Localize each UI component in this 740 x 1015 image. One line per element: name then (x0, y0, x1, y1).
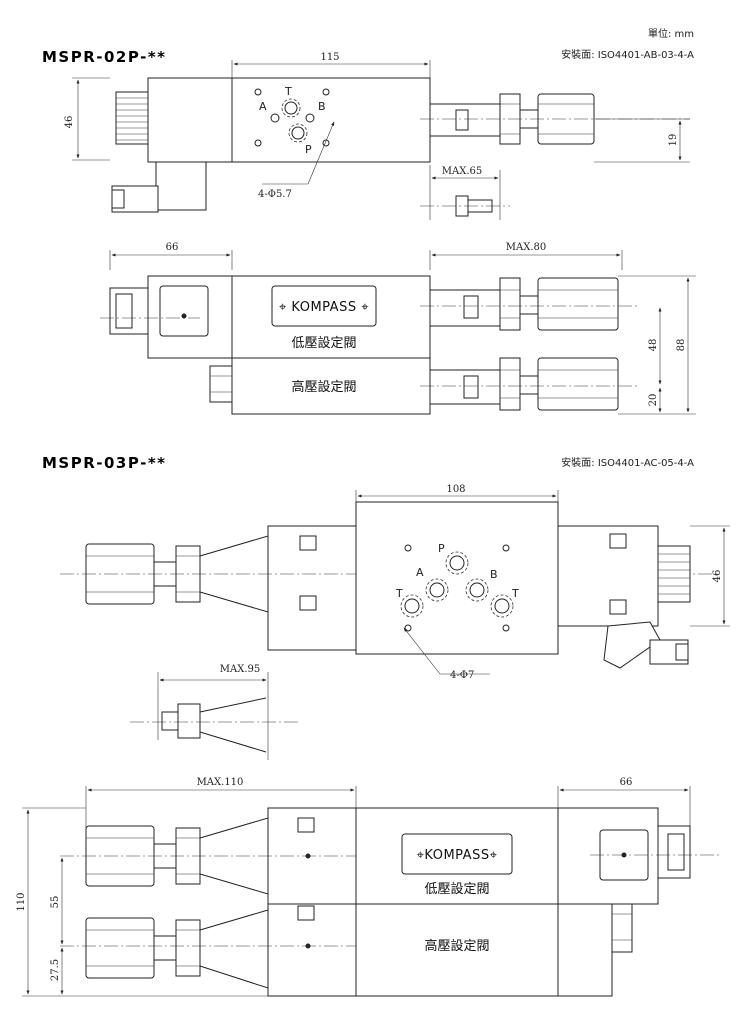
m1-side-dim-20: 20 (648, 394, 659, 407)
m1-brand: ⌖ KOMPASS ⌖ (279, 300, 369, 315)
m1-side-dim-88: 88 (676, 339, 687, 352)
model2-top-view: 108 27 P A B T T 4-Φ7 (60, 484, 730, 760)
m1-dim-max65: MAX.65 (442, 166, 482, 177)
m2-brand-name: KOMPASS (424, 848, 489, 863)
m2-dim-height: 46 (712, 570, 723, 583)
m2-dim-max95: MAX.95 (220, 664, 260, 675)
m2-upper-label: 低壓設定閥 (424, 881, 489, 897)
m2-lower-label: 高壓設定閥 (424, 938, 489, 954)
unit-label: 單位: mm (648, 27, 694, 40)
model1-side-view: 66 MAX.80 ⌖ KOMPASS ⌖ 低壓設定閥 高壓設定閥 (100, 242, 696, 415)
m2-side-dim-27-5: 27.5 (50, 959, 61, 981)
m1-upper-label: 低壓設定閥 (291, 335, 356, 351)
m1-side-dim-48: 48 (648, 339, 659, 352)
model1-top-view: 115 46 T A B P (64, 52, 690, 220)
m1-side-dim-max80: MAX.80 (506, 242, 546, 253)
m2-side-dim-55: 55 (50, 896, 61, 909)
m2-port-t1: T (395, 587, 403, 600)
m2-port-p: P (438, 542, 445, 555)
m2-port-t2: T (511, 587, 519, 600)
m2-port-b: B (490, 568, 498, 581)
m1-brand-name: KOMPASS (291, 300, 356, 315)
m2-holes-label: 4-Φ7 (450, 670, 474, 681)
model1-title: MSPR-02P-** (42, 48, 167, 66)
model2-mounting: 安裝面: ISO4401-AC-05-4-A (561, 456, 694, 469)
m2-side-dim-max110: MAX.110 (197, 777, 244, 788)
m2-brand: ⌖KOMPASS⌖ (417, 848, 498, 863)
m2-dim-width: 108 (446, 484, 465, 495)
m2-side-dim-66: 66 (620, 777, 633, 788)
m1-lower-label: 高壓設定閥 (291, 379, 356, 395)
m1-port-p: P (305, 143, 312, 156)
m1-side-dim-66: 66 (166, 242, 179, 253)
m2-side-dim-110: 110 (16, 892, 27, 911)
m1-port-b: B (318, 100, 326, 113)
m1-dim-19: 19 (668, 134, 679, 147)
model1-mounting: 安裝面: ISO4401-AB-03-4-A (561, 48, 694, 61)
model2-title: MSPR-03P-** (42, 454, 167, 472)
model2-side-view: MAX.110 66 ⌖KOMPASS⌖ 低壓設定閥 (16, 777, 720, 997)
m1-port-t: T (284, 85, 292, 98)
m1-dim-height: 46 (64, 116, 75, 129)
m1-dim-width: 115 (320, 52, 339, 63)
m1-holes-label: 4-Φ5.7 (258, 189, 292, 200)
m2-port-a: A (416, 566, 424, 579)
m1-port-a: A (259, 100, 267, 113)
